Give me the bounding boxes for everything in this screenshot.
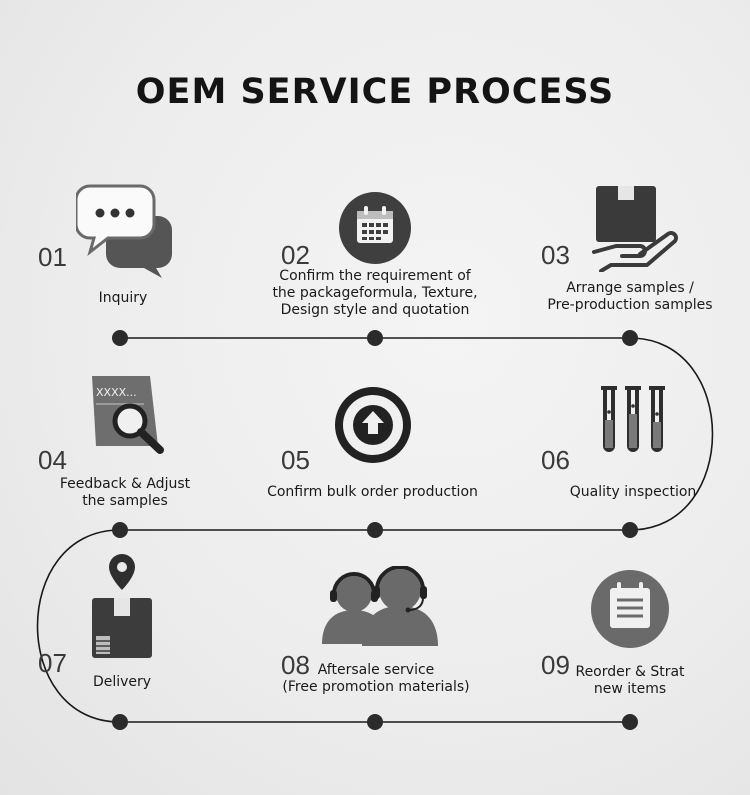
document-search-icon: XXXX... bbox=[92, 376, 164, 454]
step-node-09 bbox=[622, 714, 638, 730]
step-number-05: 05 bbox=[281, 445, 310, 475]
step-label-05: Confirm bulk order production bbox=[267, 484, 478, 500]
page-title: OEM SERVICE PROCESS bbox=[135, 72, 615, 112]
step-node-07 bbox=[112, 714, 128, 730]
step-label-06: Quality inspection bbox=[569, 484, 697, 500]
step-number-03: 03 bbox=[541, 240, 570, 270]
test-tubes-icon bbox=[601, 386, 665, 452]
headset-support-icon bbox=[322, 566, 438, 646]
step-number-04: 04 bbox=[38, 445, 67, 475]
step-node-08 bbox=[367, 714, 383, 730]
upload-arrow-icon bbox=[335, 387, 411, 463]
step-label-07: Delivery bbox=[92, 674, 152, 690]
chat-bubbles-icon bbox=[76, 184, 172, 278]
step-node-06 bbox=[622, 522, 638, 538]
step-number-07: 07 bbox=[38, 648, 67, 678]
step-label-08: Aftersale service(Free promotion materia… bbox=[282, 662, 470, 695]
box-in-hand-icon bbox=[592, 186, 678, 272]
calendar-icon bbox=[339, 192, 411, 264]
step-label-03: Arrange samples /Pre-production samples bbox=[547, 280, 713, 313]
step-number-01: 01 bbox=[38, 242, 67, 272]
step-label-01: Inquiry bbox=[98, 290, 148, 306]
step-number-06: 06 bbox=[541, 445, 570, 475]
step-node-05 bbox=[367, 522, 383, 538]
step-node-04 bbox=[112, 522, 128, 538]
step-number-02: 02 bbox=[281, 240, 310, 270]
step-node-02 bbox=[367, 330, 383, 346]
step-number-09: 09 bbox=[541, 650, 570, 680]
step-number-08: 08 bbox=[281, 650, 310, 680]
step-node-03 bbox=[622, 330, 638, 346]
package-location-icon bbox=[92, 554, 152, 658]
document-text: XXXX... bbox=[96, 386, 137, 399]
list-calendar-icon bbox=[591, 570, 669, 648]
step-node-01 bbox=[112, 330, 128, 346]
